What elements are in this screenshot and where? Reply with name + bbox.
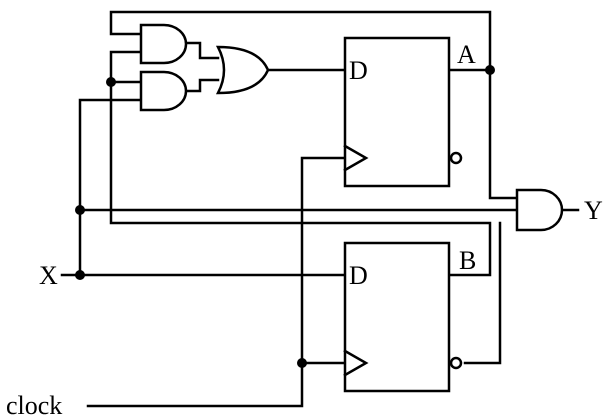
junction-b-rail [106, 77, 116, 87]
wire-and2-to-or [184, 78, 220, 93]
junction-x-mid [75, 205, 85, 215]
junction-clock [297, 358, 307, 368]
junctions [75, 65, 495, 368]
output-y-label: Y [584, 196, 603, 225]
ff-a-q-label: A [457, 40, 476, 69]
input-x-label: X [39, 261, 58, 290]
labels: D A D B X clock Y [6, 40, 603, 418]
wire-x-to-and2 [78, 98, 143, 277]
wire-feedback-a-top [109, 10, 492, 72]
flip-flop-b-clock-triangle [343, 349, 369, 377]
and-gate-1 [139, 23, 188, 65]
input-clock-label: clock [6, 391, 62, 418]
wire-and1-to-or [184, 41, 220, 60]
output-and-gate [515, 188, 564, 232]
wire-b-rail [109, 50, 492, 277]
flip-flop-b [343, 241, 463, 393]
and-gate-2 [139, 70, 188, 112]
junction-a [485, 65, 495, 75]
wire-clock [86, 156, 347, 408]
wire-qb-bar-to-output-and [463, 221, 502, 365]
junction-x-input [75, 270, 85, 280]
wire-a-to-output-and [488, 68, 519, 200]
flip-flop-a-clock-triangle [343, 144, 369, 172]
ff-a-d-label: D [349, 56, 368, 85]
flip-flop-b-qbar-bubble [449, 356, 463, 370]
ff-b-q-label: B [459, 246, 476, 275]
wires [60, 10, 580, 408]
gates [139, 23, 564, 232]
ff-b-d-label: D [349, 261, 368, 290]
flip-flop-a-qbar-bubble [449, 151, 463, 165]
flip-flop-a [343, 36, 463, 188]
or-gate [215, 45, 270, 95]
